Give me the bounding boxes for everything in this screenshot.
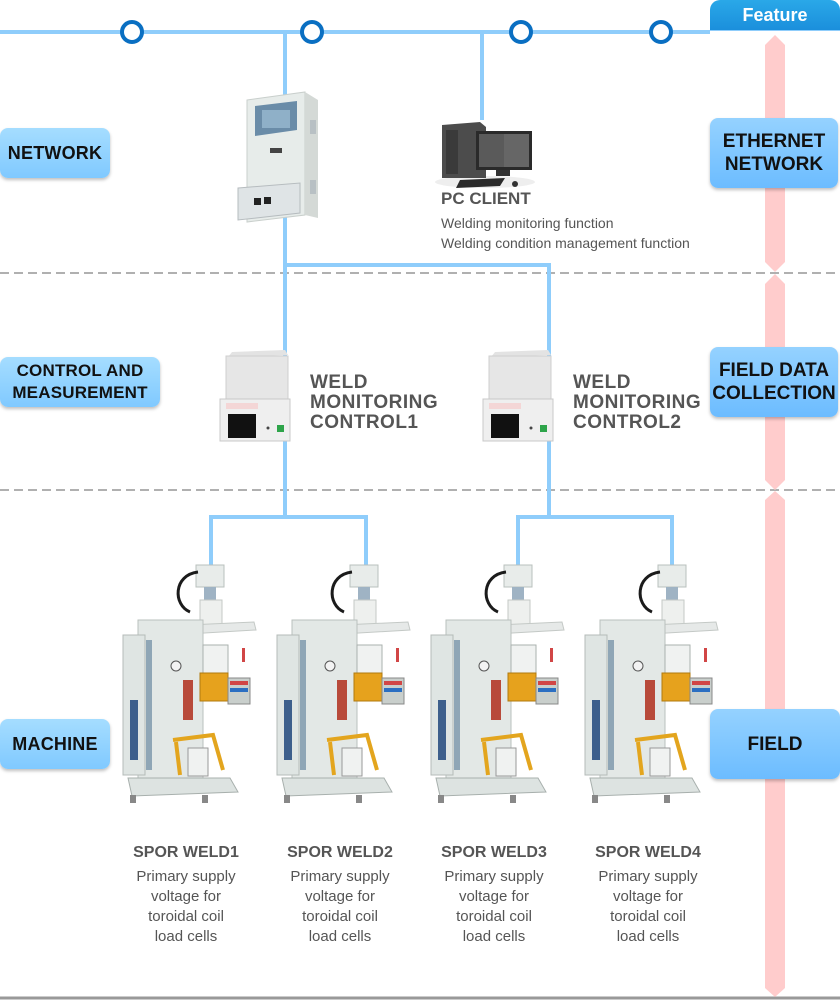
controller-1-title: WELD MONITORING CONTROL1 <box>310 372 439 433</box>
feature-label-field-data-collection: FIELD DATA COLLECTION <box>710 347 838 417</box>
server-kiosk-icon <box>237 91 318 223</box>
machine-caption-2: SPOR WELD2 Primary supply voltage for to… <box>287 844 393 945</box>
network-node-icon <box>120 20 144 44</box>
control-unit-icon <box>482 350 554 442</box>
feature-tab: Feature <box>710 0 840 30</box>
feature-label-field: FIELD <box>710 709 840 779</box>
machine-caption-3: SPOR WELD3 Primary supply voltage for to… <box>441 844 547 945</box>
pc-client-title: PC CLIENT <box>441 189 531 208</box>
spot-welder-icon <box>276 564 411 803</box>
pc-function-item: Welding monitoring function <box>441 215 614 231</box>
machine-link-3-4 <box>516 515 674 565</box>
machine-link-1-2 <box>209 515 368 565</box>
machine-caption-1: SPOR WELD1 Primary supply voltage for to… <box>133 844 239 945</box>
pc-function-item: Welding condition management function <box>441 235 690 251</box>
network-node-icon <box>300 20 324 44</box>
controller-2-title: WELD MONITORING CONTROL2 <box>573 372 702 433</box>
spot-welder-icon <box>430 564 565 803</box>
machine-caption-4: SPOR WELD4 Primary supply voltage for to… <box>595 844 701 945</box>
spot-welder-icon <box>122 564 257 803</box>
pc-client-functions: Welding monitoring function Welding cond… <box>441 213 690 253</box>
control-unit-icon <box>219 350 291 442</box>
tier-label-machine: MACHINE <box>0 719 110 769</box>
feature-tab-label: Feature <box>742 4 808 25</box>
tier-label-network: NETWORK <box>0 128 110 178</box>
network-node-icon <box>509 20 533 44</box>
feature-label-ethernet-network: ETHERNET NETWORK <box>710 118 838 188</box>
spot-welder-icon <box>584 564 719 803</box>
tier-label-control-and-measurement: CONTROL AND MEASUREMENT <box>0 357 160 407</box>
desktop-computer-icon <box>435 122 535 188</box>
network-node-icon <box>649 20 673 44</box>
